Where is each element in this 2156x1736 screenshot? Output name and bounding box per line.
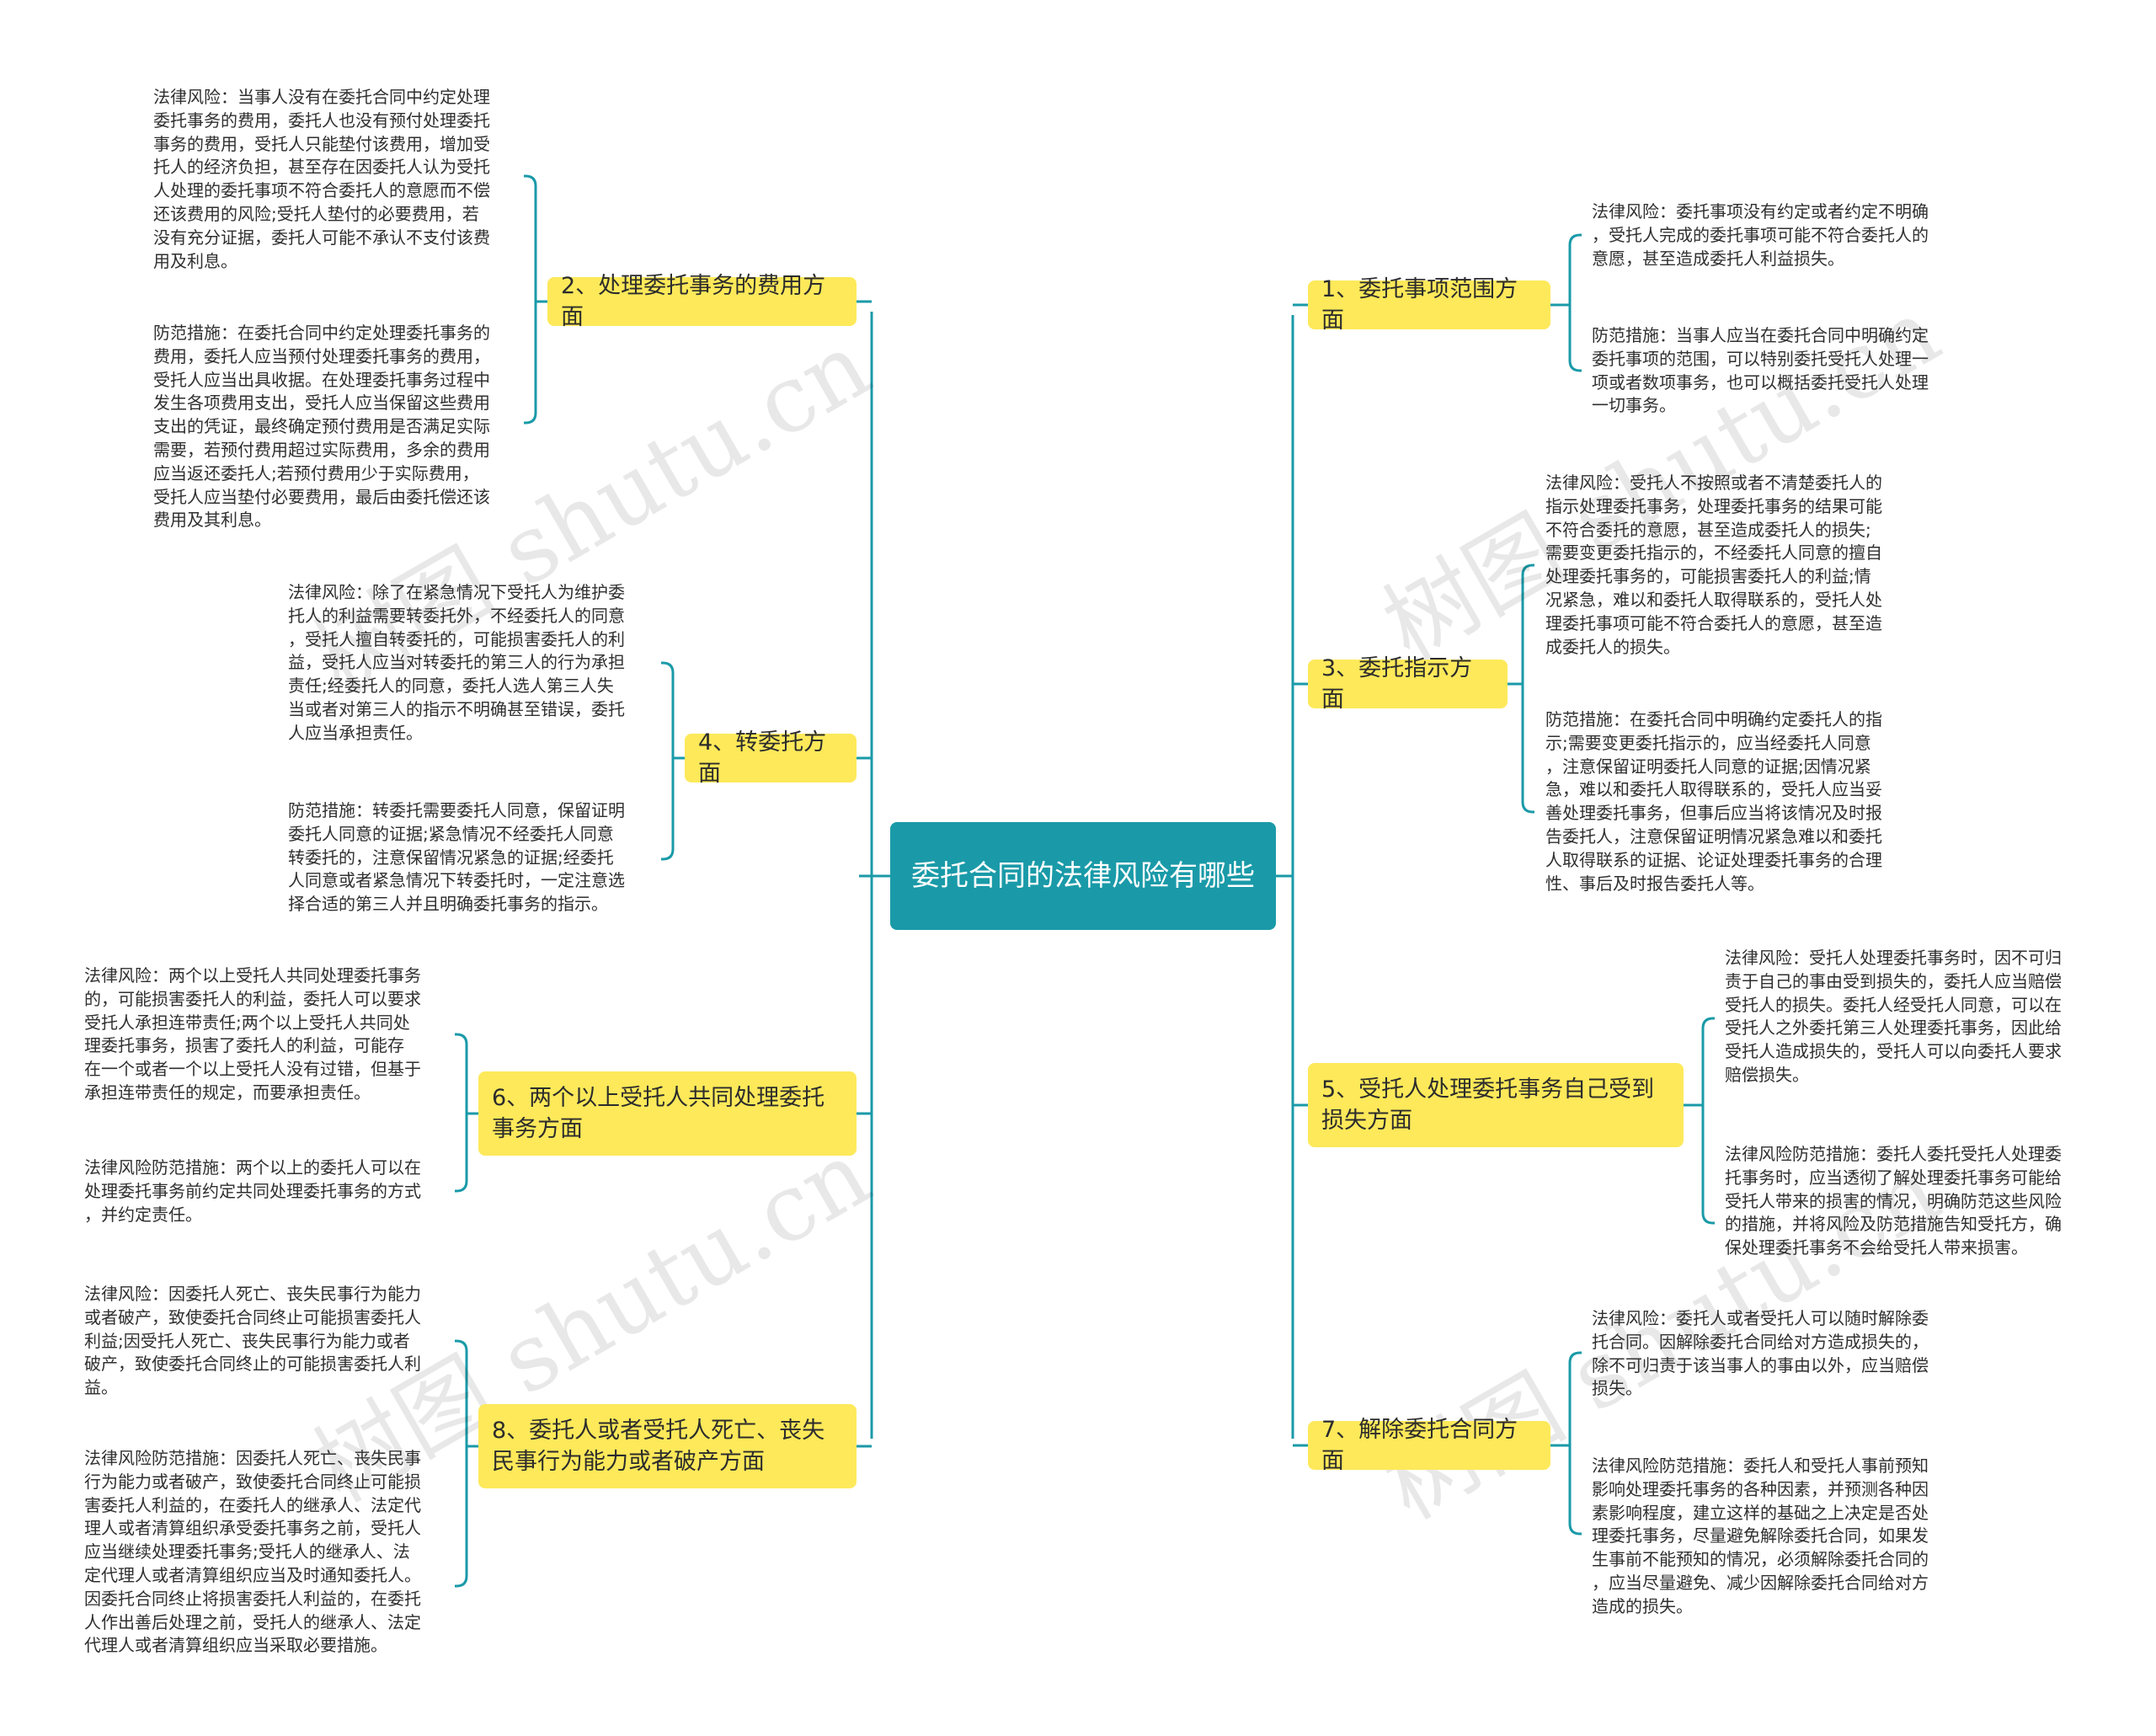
bracket-b7-top bbox=[1568, 1351, 1582, 1364]
bracket-b5-top bbox=[1701, 1017, 1715, 1029]
branch-1[interactable]: 1、委托事项范围方面 bbox=[1308, 276, 1550, 334]
leaf-7-risk: 法律风险：委托人或者受托人可以随时解除委 托合同。因解除委托合同给对方造成损失的… bbox=[1592, 1308, 1929, 1399]
branch-5[interactable]: 5、受托人处理委托事务自己受到损失方面 bbox=[1308, 1063, 1684, 1147]
root-topic[interactable]: 委托合同的法律风险有哪些 bbox=[890, 822, 1276, 930]
leaf-5-risk: 法律风险：受托人处理委托事务时，因不可归 责于自己的事由受到损失的，委托人应当赔… bbox=[1725, 948, 2062, 1085]
branch-7[interactable]: 7、解除委托合同方面 bbox=[1308, 1417, 1550, 1474]
bracket-b8-bot bbox=[455, 1575, 468, 1588]
leaf-7-measure: 法律风险防范措施：委托人和受托人事前预知 影响处理委托事务的各种因素，并预测各种… bbox=[1592, 1456, 1929, 1616]
leaf-8-risk: 法律风险：因委托人死亡、丧失民事行为能力 或者破产，致使委托合同终止可能损害委托… bbox=[84, 1284, 421, 1398]
bracket-b4-bot bbox=[661, 848, 675, 861]
bracket-b6-top bbox=[455, 1033, 468, 1045]
branch-8[interactable]: 8、委托人或者受托人死亡、丧失民事行为能力或者破产方面 bbox=[478, 1404, 857, 1488]
branch-2[interactable]: 2、处理委托事务的费用方面 bbox=[547, 273, 857, 330]
leaf-6-measure: 法律风险防范措施：两个以上的委托人可以在 处理委托事务前约定共同处理委托事务的方… bbox=[84, 1157, 421, 1225]
leaf-4-risk: 法律风险：除了在紧急情况下受托人为维护委 托人的利益需要转委托外，不经委托人的同… bbox=[288, 582, 625, 743]
leaf-1-risk: 法律风险：委托事项没有约定或者约定不明确 ，受托人完成的委托事项可能不符合委托人… bbox=[1592, 201, 1929, 269]
bracket-b2-bot bbox=[524, 412, 537, 425]
leaf-5-measure: 法律风险防范措施：委托人委托受托人处理委 托事务时，应当透彻了解处理委托事务可能… bbox=[1725, 1144, 2062, 1258]
bracket-b2-top bbox=[524, 174, 537, 187]
leaf-6-risk: 法律风险：两个以上受托人共同处理委托事务 的，可能损害委托人的利益，委托人可以要… bbox=[84, 965, 421, 1103]
bracket-b1-bot bbox=[1568, 360, 1582, 372]
bracket-b5-bot bbox=[1701, 1212, 1715, 1225]
branch-4[interactable]: 4、转委托方面 bbox=[685, 729, 857, 787]
branch-6[interactable]: 6、两个以上受托人共同处理委托事务方面 bbox=[478, 1071, 857, 1156]
bracket-b3-top bbox=[1521, 564, 1534, 576]
leaf-3-measure: 防范措施：在委托合同中明确约定委托人的指 示;需要变更委托指示的，应当经委托人同… bbox=[1545, 709, 1882, 894]
leaf-3-risk: 法律风险：受托人不按照或者不清楚委托人的 指示处理委托事务，处理委托事务的结果可… bbox=[1545, 473, 1882, 657]
leaf-4-measure: 防范措施：转委托需要委托人同意，保留证明 委托人同意的证据;紧急情况不经委托人同… bbox=[288, 800, 625, 915]
leaf-1-measure: 防范措施：当事人应当在委托合同中明确约定 委托事项的范围，可以特别委托受托人处理… bbox=[1592, 325, 1929, 416]
bracket-b4-top bbox=[661, 661, 675, 674]
branch-3[interactable]: 3、委托指示方面 bbox=[1308, 655, 1508, 713]
bracket-b8-top bbox=[455, 1339, 468, 1352]
leaf-8-measure: 法律风险防范措施：因委托人死亡、丧失民事 行为能力或者破产，致使委托合同终止可能… bbox=[84, 1448, 421, 1656]
bracket-b6-bot bbox=[455, 1180, 468, 1193]
bracket-b1-top bbox=[1568, 233, 1582, 246]
leaf-2-measure: 防范措施：在委托合同中约定处理委托事务的 费用，委托人应当预付处理委托事务的费用… bbox=[153, 323, 490, 531]
bracket-b3-bot bbox=[1521, 801, 1534, 814]
leaf-2-risk: 法律风险：当事人没有在委托合同中约定处理 委托事务的费用，委托人也没有预付处理委… bbox=[153, 87, 490, 271]
bracket-b7-bot bbox=[1568, 1523, 1582, 1536]
